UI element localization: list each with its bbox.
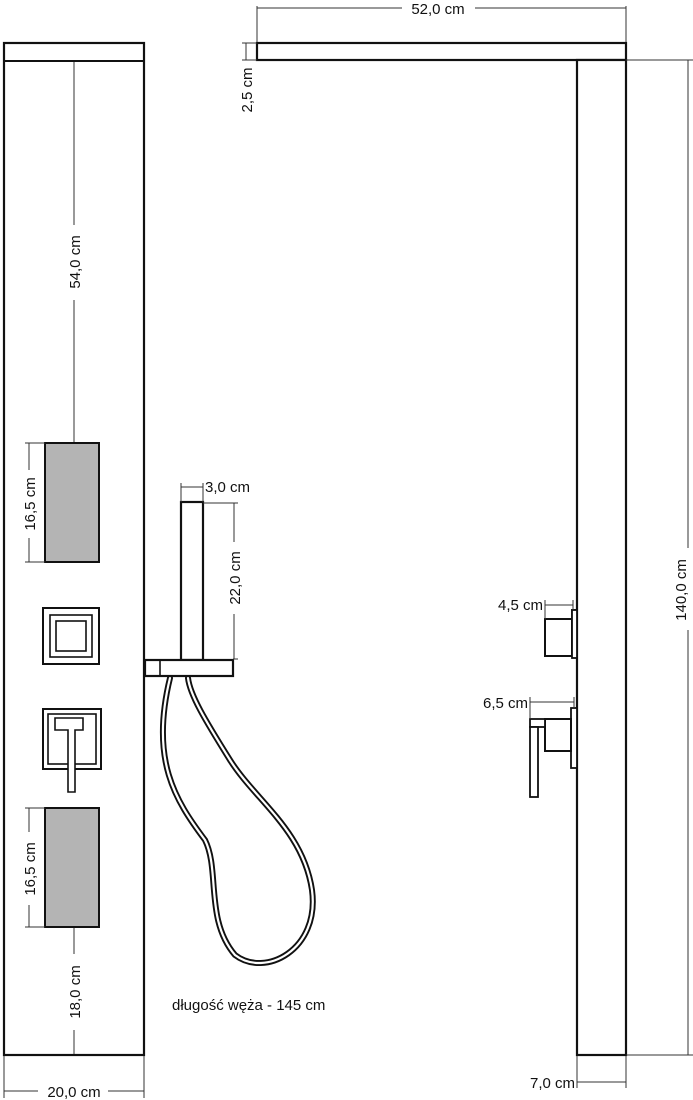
lever-side-body [544,718,572,752]
mixer-lever [54,717,84,793]
top-grey-panel [44,442,100,563]
front-view: 54,0 cm 16,5 cm 16,5 cm 18,0 cm 20,0 c [2,41,146,1100]
knob-side-body [544,618,573,657]
lever-side-handle [529,726,539,798]
diverter-knob-center [55,620,87,652]
dim-handshower-height: 22,0 cm [227,551,244,604]
side-column [575,58,628,1057]
dim-lever-depth: 6,5 cm [483,695,528,712]
hose-length-note: długość węża - 145 cm [172,997,325,1014]
dim-knob-depth: 4,5 cm [498,597,543,614]
knob-side-flange [571,609,578,659]
side-view: 52,0 cm 2,5 cm 140,0 cm 7,0 cm 4,5 cm [239,1,693,1092]
hose-outer [159,675,316,966]
handshower-body [179,500,205,662]
dim-top-width: 52,0 cm [411,1,464,18]
dim-side-depth: 7,0 cm [530,1075,575,1092]
dim-head-thickness: 2,5 cm [239,67,256,112]
handshower-holder [143,658,235,678]
dim-panel-top-height: 16,5 cm [22,477,39,530]
bottom-grey-panel [44,807,100,928]
lever-side-arm [529,718,546,728]
hand-shower: 3,0 cm 22,0 cm długość węża - 145 cm [143,479,325,1014]
side-head [255,41,628,62]
dim-handshower-width: 3,0 cm [205,479,250,496]
hose-inner [161,676,314,965]
dim-total-height: 140,0 cm [673,559,690,621]
dim-panel-bottom-height: 16,5 cm [22,842,39,895]
dim-bottom-height: 18,0 cm [67,965,84,1018]
dim-upper-height: 54,0 cm [67,235,84,288]
dim-front-width: 20,0 cm [47,1084,100,1100]
